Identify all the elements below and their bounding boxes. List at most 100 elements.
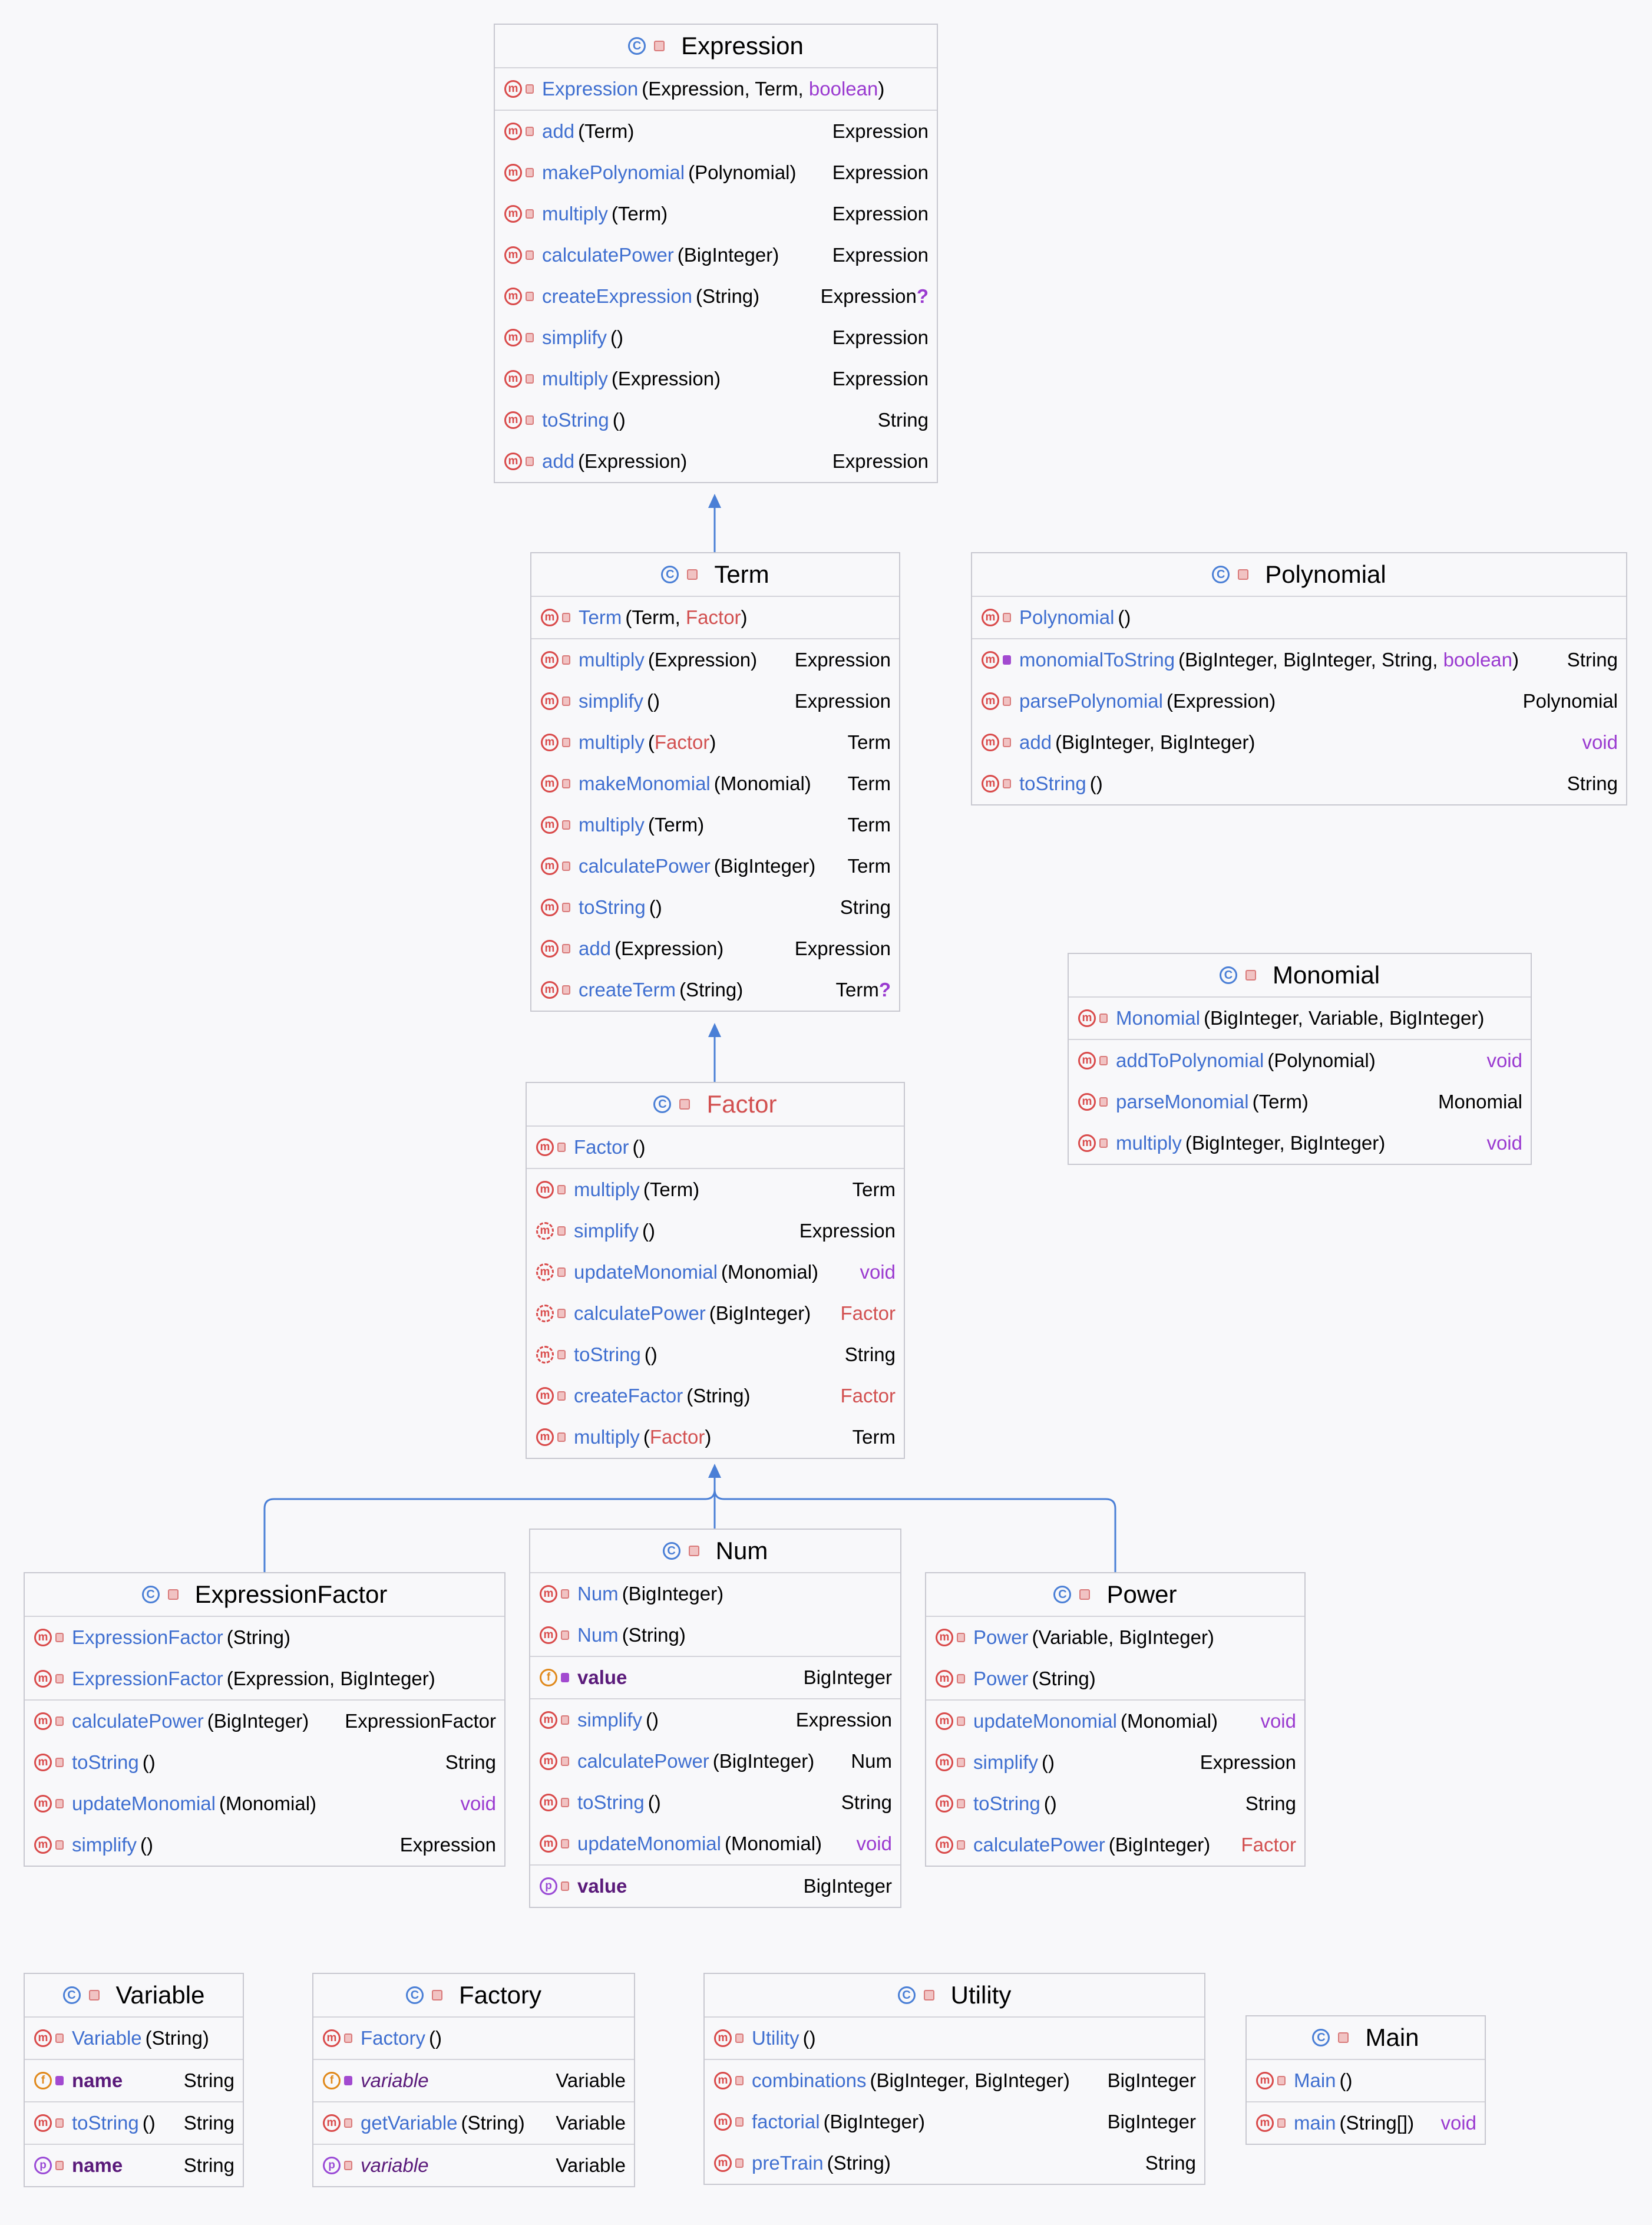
member-args: (String[]) [1339,2112,1415,2134]
public-unlock-icon [55,1716,64,1726]
member-name: variable [361,2154,429,2176]
return-type: Term [836,773,891,795]
public-unlock-icon [526,374,534,384]
